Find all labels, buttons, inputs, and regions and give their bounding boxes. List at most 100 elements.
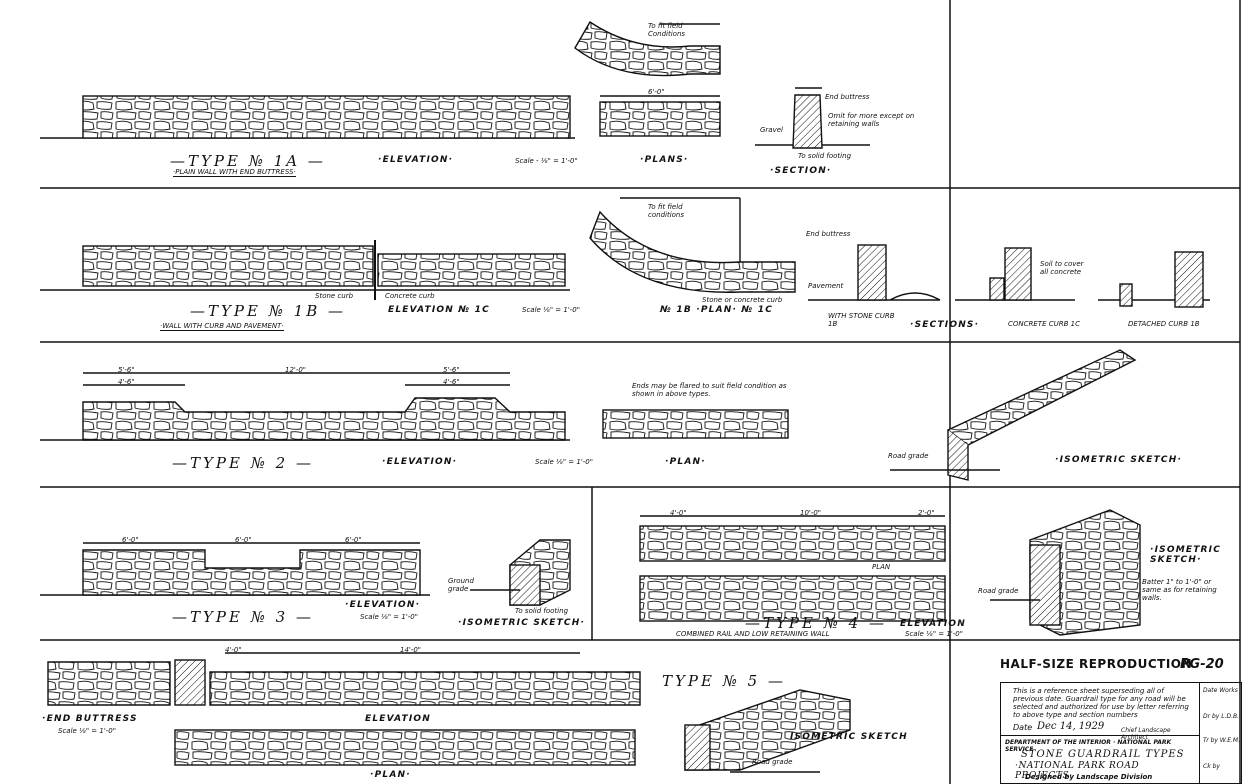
type2-note: Ends may be flared to suit field conditi… bbox=[632, 382, 787, 398]
type1b-elevation-label: ELEVATION № 1C bbox=[388, 305, 490, 315]
type1a-fit-note: To fit field Conditions bbox=[648, 22, 686, 38]
type1a-gravel: Gravel bbox=[760, 126, 783, 134]
side-cell-2: Dr by L.D.B. bbox=[1203, 713, 1240, 720]
type5-scale: Scale ⅛" = 1'-0" bbox=[58, 727, 116, 735]
type3-ground-grade: Ground grade bbox=[448, 577, 474, 593]
type1a-desc: ·PLAIN WALL WITH END BUTTRESS· bbox=[173, 168, 296, 177]
date-label: Date bbox=[1013, 723, 1033, 732]
type1b-fit-note: To fit field conditions bbox=[648, 203, 685, 219]
type2-dim-3: 12'-0" bbox=[285, 366, 307, 374]
type1a-plan-straight bbox=[599, 95, 721, 137]
type1b-title: —TYPE № 1B — bbox=[190, 302, 347, 320]
side-cell-1: Date Works bbox=[1203, 687, 1238, 694]
type1a-scale: Scale - ⅛" = 1'-0" bbox=[515, 157, 578, 165]
chief-architect: Chief Landscape Architect bbox=[1121, 727, 1171, 741]
type3-title: —TYPE № 3 — bbox=[172, 608, 314, 626]
type4-title: —TYPE № 4 — bbox=[745, 614, 887, 632]
title-block: This is a reference sheet superseding al… bbox=[1000, 682, 1242, 784]
type5-plan bbox=[174, 729, 636, 766]
type2-plan-label: ·PLAN· bbox=[665, 457, 706, 467]
type1b-stone-curb: Stone curb bbox=[315, 292, 354, 300]
type1a-plans-label: ·PLANS· bbox=[640, 155, 689, 165]
type5-end-buttress bbox=[47, 659, 206, 706]
type5-isometric-label: ISOMETRIC SKETCH bbox=[790, 732, 908, 742]
type5-elevation-label: ELEVATION bbox=[365, 714, 431, 724]
type1a-section-label: ·SECTION· bbox=[770, 166, 832, 176]
type2-dim-4: 5'-6" bbox=[443, 366, 460, 374]
type1a-elevation bbox=[40, 95, 575, 139]
type3-isometric bbox=[470, 539, 571, 606]
type1b-plan-label: № 1B ·PLAN· № 1C bbox=[660, 305, 774, 315]
type2-isometric-label: ·ISOMETRIC SKETCH· bbox=[1055, 455, 1183, 465]
type5-elevation bbox=[209, 652, 641, 706]
type4-elevation bbox=[639, 575, 946, 622]
type3-dim-2: 6'-0" bbox=[235, 536, 252, 544]
type1a-plan-dim: 6'-0" bbox=[648, 88, 665, 96]
type1b-concrete-section: CONCRETE CURB 1C bbox=[1008, 320, 1080, 328]
type1a-section bbox=[755, 87, 870, 149]
type2-elevation bbox=[40, 372, 570, 441]
type2-scale: Scale ⅛" = 1'-0" bbox=[535, 458, 593, 466]
type1a-title: —TYPE № 1A — bbox=[170, 152, 326, 170]
type3-isometric-label: ·ISOMETRIC SKETCH· bbox=[458, 618, 586, 628]
type1b-stone-or-concrete: Stone or concrete curb bbox=[702, 296, 783, 304]
type1b-elevation bbox=[40, 240, 570, 300]
type4-plan bbox=[639, 515, 946, 562]
type2-road-grade: Road grade bbox=[888, 452, 929, 460]
type2-plan bbox=[602, 409, 789, 439]
type3-elevation-label: ·ELEVATION· bbox=[345, 600, 421, 610]
type2-title: —TYPE № 2 — bbox=[172, 454, 314, 472]
type3-scale: Scale ⅛" = 1'-0" bbox=[360, 613, 418, 621]
type1b-desc: ·WALL WITH CURB AND PAVEMENT· bbox=[160, 322, 284, 331]
type4-desc: COMBINED RAIL AND LOW RETAINING WALL bbox=[676, 630, 830, 638]
side-cell-3: Tr by W.E.M. bbox=[1203, 737, 1240, 744]
type1b-pavement: Pavement bbox=[808, 282, 844, 290]
sheet-number: PG-20 bbox=[1180, 657, 1224, 672]
type5-end-buttress-label: ·END BUTTRESS bbox=[42, 714, 138, 724]
type1b-scale: Scale ⅛" = 1'-0" bbox=[522, 306, 580, 314]
type5-dim-1: 4'-0" bbox=[225, 646, 242, 654]
type4-scale: Scale ⅛" = 1'-0" bbox=[905, 630, 963, 638]
type1a-elevation-label: ·ELEVATION· bbox=[378, 155, 454, 165]
type1b-end-buttress: End buttress bbox=[806, 230, 851, 238]
type4-isometric bbox=[990, 509, 1141, 636]
type2-dim-1: 5'-6" bbox=[118, 366, 135, 374]
type1b-with-stone: WITH STONE CURB 1B bbox=[828, 312, 895, 328]
type1a-plan-curved bbox=[574, 21, 721, 77]
type3-footing: To solid footing bbox=[515, 607, 569, 615]
reference-note: This is a reference sheet superseding al… bbox=[1013, 687, 1189, 719]
half-size-reproduction: HALF-SIZE REPRODUCTION bbox=[1000, 657, 1193, 671]
type4-plan-label: PLAN bbox=[872, 563, 891, 571]
type3-dim-3: 6'-0" bbox=[345, 536, 362, 544]
type1a-footing: To solid footing bbox=[798, 152, 852, 160]
type1b-plan-curved bbox=[589, 197, 796, 293]
type2-elevation-label: ·ELEVATION· bbox=[382, 457, 458, 467]
type1a-omit-note: Omit for more except on retaining walls bbox=[828, 112, 915, 128]
type5-road-grade: Road grade bbox=[752, 758, 793, 766]
type5-title: TYPE № 5 — bbox=[662, 672, 786, 690]
type1b-sections-label: ·SECTIONS· bbox=[910, 320, 980, 330]
sheet-date: Dec 14, 1929 bbox=[1037, 721, 1105, 732]
type1b-concrete-curb: Concrete curb bbox=[385, 292, 435, 300]
type1b-sections bbox=[808, 244, 1210, 308]
type3-elevation bbox=[40, 542, 430, 596]
designed-by: Designed by Landscape Division bbox=[1025, 773, 1153, 781]
type4-dim-2: 10'-0" bbox=[800, 509, 822, 517]
type1a-end-buttress: End buttress bbox=[825, 93, 870, 101]
type3-dim-1: 6'-0" bbox=[122, 536, 139, 544]
department: DEPARTMENT OF THE INTERIOR · NATIONAL PA… bbox=[1005, 739, 1172, 753]
type4-dim-3: 2'-0" bbox=[918, 509, 935, 517]
type5-plan-label: ·PLAN· bbox=[370, 770, 411, 780]
type4-isometric-label: ·ISOMETRIC SKETCH· bbox=[1150, 545, 1222, 565]
type4-elevation-label: ELEVATION bbox=[900, 619, 966, 629]
sheet-name: STONE GUARDRAIL TYPES bbox=[1021, 749, 1185, 760]
type1b-soil-note: Soil to cover all concrete bbox=[1040, 260, 1084, 276]
type5-dim-2: 14'-0" bbox=[400, 646, 422, 654]
type1b-detached-section: DETACHED CURB 1B bbox=[1128, 320, 1200, 328]
type4-road-grade: Road grade bbox=[978, 587, 1019, 595]
type2-dim-2: 4'-6" bbox=[118, 378, 135, 386]
type2-isometric bbox=[890, 349, 1137, 481]
type2-dim-5: 4'-6" bbox=[443, 378, 460, 386]
type4-batter: Batter 1" to 1'-0" or same as for retain… bbox=[1142, 578, 1217, 602]
